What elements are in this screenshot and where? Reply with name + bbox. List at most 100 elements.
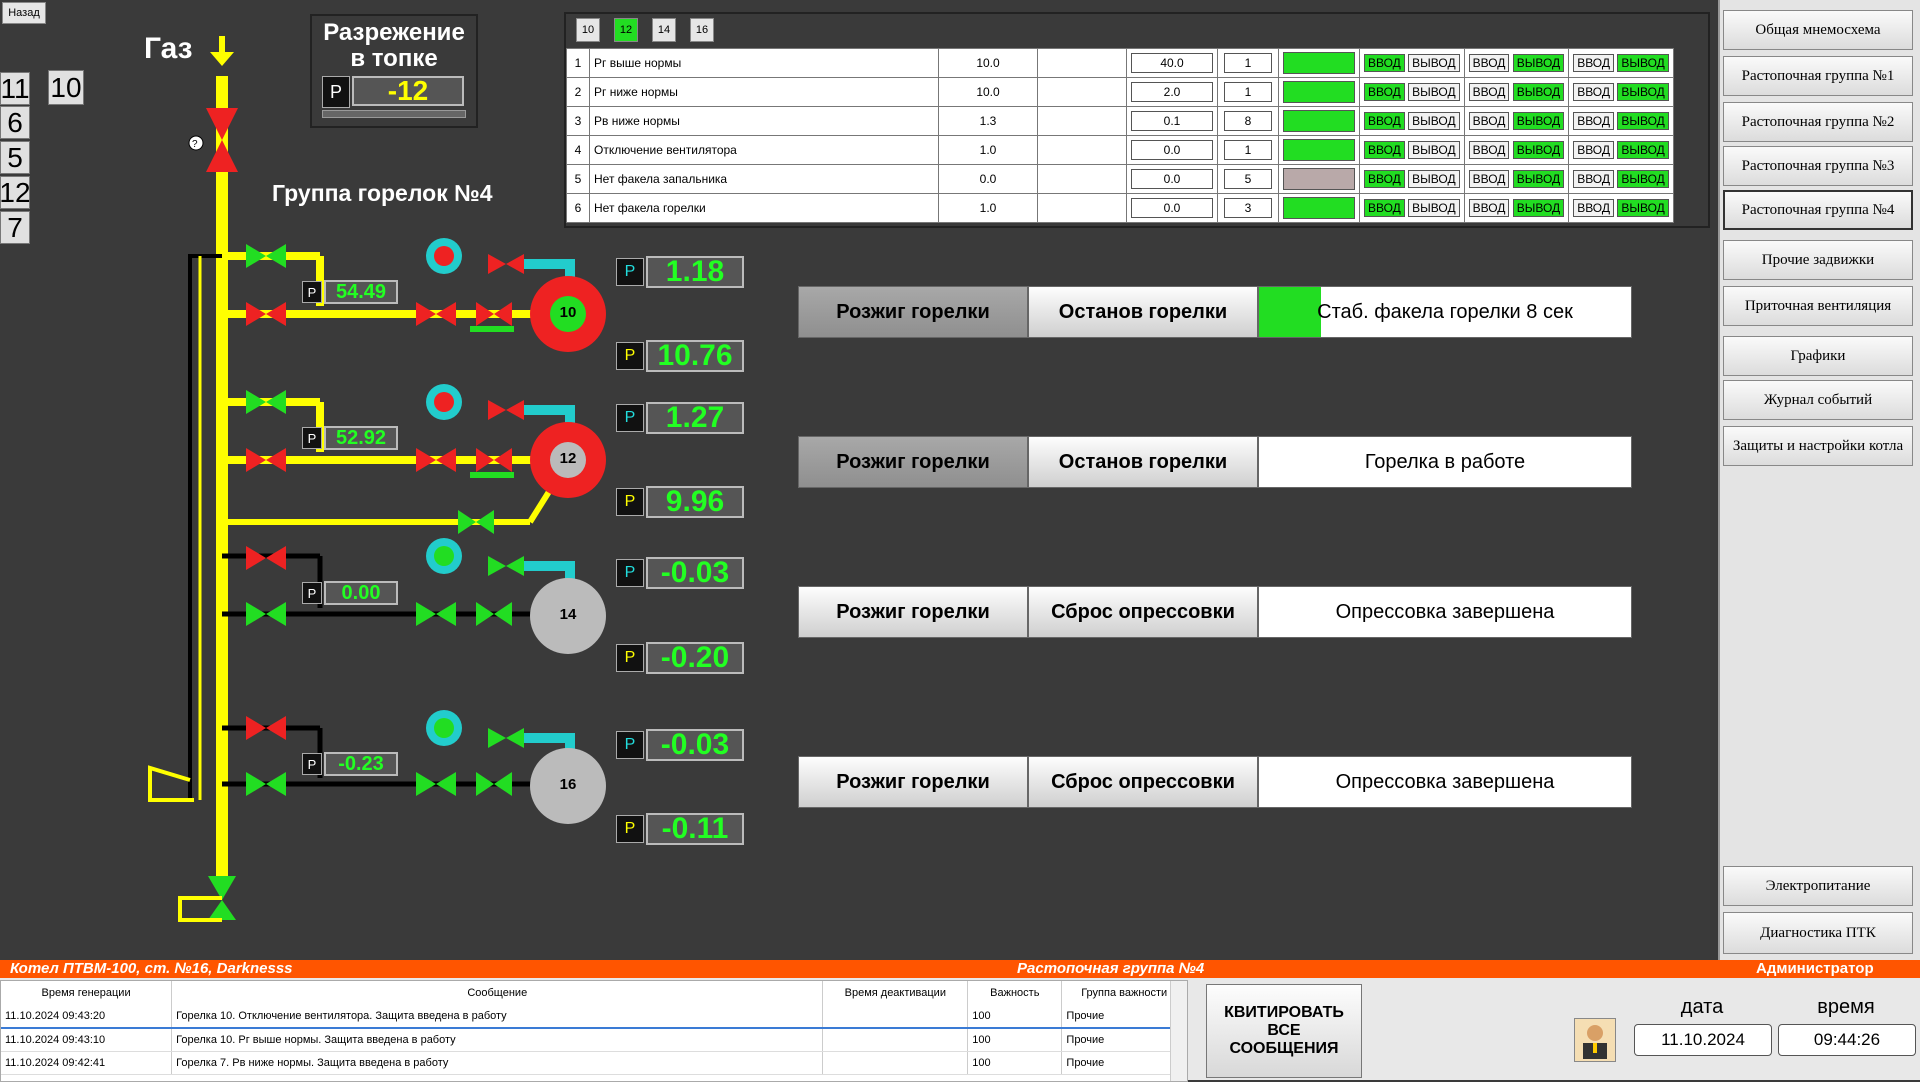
row-delay-input[interactable]: 3 (1224, 198, 1272, 218)
num-button-12[interactable]: 12 (0, 176, 31, 209)
col-importance-group[interactable]: Группа важности (1061, 981, 1187, 1005)
nav-item-9[interactable]: Защиты и настройки котла (1723, 426, 1913, 466)
row-value-input[interactable]: 0.1 (1131, 111, 1213, 131)
input-button[interactable]: ВВОД (1573, 141, 1614, 159)
input-button[interactable]: ВВОД (1468, 170, 1510, 188)
nav-diagnostics[interactable]: Диагностика ПТК (1723, 912, 1913, 954)
num-button-11[interactable]: 11 (0, 72, 30, 105)
input-button[interactable]: ВВОД (1573, 199, 1614, 217)
col-importance[interactable]: Важность (967, 981, 1063, 1005)
output-button[interactable]: ВЫВОД (1617, 54, 1669, 72)
output-button[interactable]: ВЫВОД (1512, 141, 1565, 159)
row-value-input[interactable]: 2.0 (1131, 82, 1213, 102)
nav-item-0[interactable]: Общая мнемосхема (1723, 10, 1913, 50)
nav-item-2[interactable]: Растопочная группа №2 (1723, 102, 1913, 142)
burner-label-12[interactable]: 12 (559, 450, 577, 467)
num-button-5[interactable]: 5 (0, 141, 30, 174)
output-button[interactable]: ВЫВОД (1512, 112, 1565, 130)
gas-pressure-16: -0.11 (646, 812, 744, 845)
burner-action-button[interactable]: Останов горелки (1028, 436, 1258, 488)
input-button[interactable]: ВВОД (1364, 83, 1405, 101)
nav-item-6[interactable]: Приточная вентиляция (1723, 286, 1913, 326)
row-delay-input[interactable]: 5 (1224, 169, 1272, 189)
nav-item-7[interactable]: Графики (1723, 336, 1913, 376)
p-label: P (616, 731, 644, 759)
ignite-burner-button[interactable]: Розжиг горелки (798, 436, 1028, 488)
row-value-input[interactable]: 0.0 (1131, 198, 1213, 218)
output-button[interactable]: ВЫВОД (1617, 83, 1669, 101)
output-button[interactable]: ВЫВОД (1408, 112, 1460, 130)
burner-action-button[interactable]: Сброс опрессовки (1028, 586, 1258, 638)
back-button[interactable]: Назад (2, 2, 46, 24)
ignite-burner-button[interactable]: Розжиг горелки (798, 586, 1028, 638)
input-button[interactable]: ВВОД (1364, 141, 1405, 159)
input-button[interactable]: ВВОД (1364, 54, 1405, 72)
output-button[interactable]: ВЫВОД (1408, 170, 1460, 188)
input-button[interactable]: ВВОД (1468, 83, 1510, 101)
row-value-input[interactable]: 40.0 (1131, 53, 1213, 73)
output-button[interactable]: ВЫВОД (1408, 199, 1460, 217)
output-button[interactable]: ВЫВОД (1512, 199, 1565, 217)
nav-power[interactable]: Электропитание (1723, 866, 1913, 906)
col-gen-time[interactable]: Время генерации (1, 981, 173, 1005)
output-button[interactable]: ВЫВОД (1408, 83, 1460, 101)
output-button[interactable]: ВЫВОД (1617, 112, 1669, 130)
input-button[interactable]: ВВОД (1364, 199, 1405, 217)
row-delay-input[interactable]: 1 (1224, 82, 1272, 102)
num-button-7[interactable]: 7 (0, 211, 30, 244)
input-button[interactable]: ВВОД (1573, 54, 1614, 72)
input-button[interactable]: ВВОД (1468, 141, 1510, 159)
nav-item-8[interactable]: Журнал событий (1723, 380, 1913, 420)
burner-label-16[interactable]: 16 (559, 776, 577, 793)
prot-tab-16[interactable]: 16 (690, 18, 714, 42)
output-button[interactable]: ВЫВОД (1512, 54, 1565, 72)
col-deact-time[interactable]: Время деактивации (822, 981, 969, 1005)
row-delay-input[interactable]: 1 (1224, 53, 1272, 73)
output-button[interactable]: ВЫВОД (1408, 141, 1460, 159)
output-button[interactable]: ВЫВОД (1512, 83, 1565, 101)
prot-tab-12[interactable]: 12 (614, 18, 638, 42)
input-button[interactable]: ВВОД (1364, 112, 1405, 130)
ignite-burner-button[interactable]: Розжиг горелки (798, 286, 1028, 338)
col-message[interactable]: Сообщение (171, 981, 824, 1005)
output-button[interactable]: ВЫВОД (1512, 170, 1565, 188)
acknowledge-all-button[interactable]: КВИТИРОВАТЬ ВСЕ СООБЩЕНИЯ (1206, 984, 1362, 1078)
output-button[interactable]: ВЫВОД (1617, 170, 1669, 188)
input-button[interactable]: ВВОД (1468, 112, 1510, 130)
input-button[interactable]: ВВОД (1573, 83, 1614, 101)
nav-item-1[interactable]: Растопочная группа №1 (1723, 56, 1913, 96)
burner-label-10[interactable]: 10 (559, 304, 577, 321)
row-value-input[interactable]: 0.0 (1131, 140, 1213, 160)
burner-label-14[interactable]: 14 (559, 606, 577, 623)
output-button[interactable]: ВЫВОД (1617, 199, 1669, 217)
num-button-6[interactable]: 6 (0, 106, 30, 139)
output-button[interactable]: ВЫВОД (1408, 54, 1460, 72)
row-delay-input[interactable]: 1 (1224, 140, 1272, 160)
nav-item-3[interactable]: Растопочная группа №3 (1723, 146, 1913, 186)
prot-tab-10[interactable]: 10 (576, 18, 600, 42)
user-icon[interactable] (1574, 1018, 1616, 1062)
bottom-valve-icon (208, 876, 236, 920)
burner-action-button[interactable]: Сброс опрессовки (1028, 756, 1258, 808)
input-button[interactable]: ВВОД (1468, 199, 1510, 217)
input-button[interactable]: ВВОД (1364, 170, 1405, 188)
row-delay-input[interactable]: 8 (1224, 111, 1272, 131)
input-button[interactable]: ВВОД (1573, 170, 1614, 188)
input-button[interactable]: ВВОД (1468, 54, 1510, 72)
prot-tab-14[interactable]: 14 (652, 18, 676, 42)
nav-item-4[interactable]: Растопочная группа №4 (1723, 190, 1913, 230)
output-button[interactable]: ВЫВОД (1617, 141, 1669, 159)
alarm-scrollbar[interactable] (1170, 981, 1187, 1081)
alarm-list[interactable]: Время генерации Сообщение Время деактива… (0, 980, 1188, 1082)
input-button[interactable]: ВВОД (1573, 112, 1614, 130)
row-value-input[interactable]: 0.0 (1131, 169, 1213, 189)
nav-item-5[interactable]: Прочие задвижки (1723, 240, 1913, 280)
num-button-10[interactable]: 10 (48, 70, 84, 105)
burner-action-button[interactable]: Останов горелки (1028, 286, 1258, 338)
ignite-burner-button[interactable]: Розжиг горелки (798, 756, 1028, 808)
